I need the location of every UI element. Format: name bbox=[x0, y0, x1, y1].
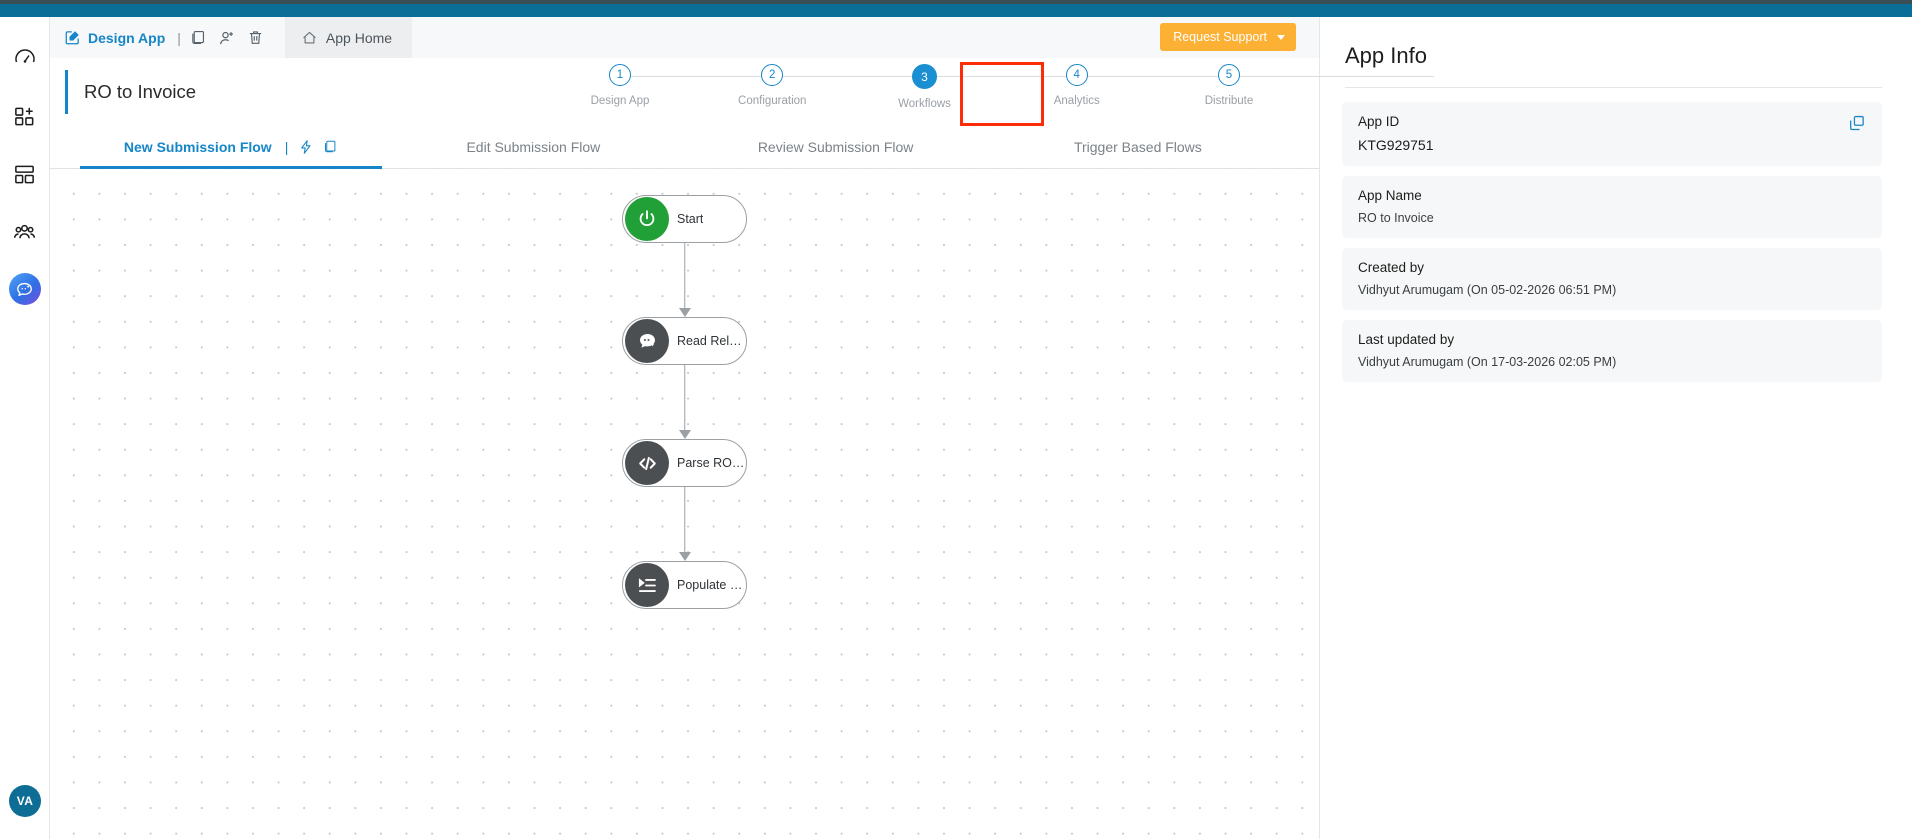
info-value: Vidhyut Arumugam (On 17-03-2026 02:05 PM… bbox=[1358, 355, 1617, 369]
app-home-label: App Home bbox=[325, 29, 393, 46]
flow-connector-2 bbox=[622, 365, 747, 439]
toolbar-separator: | bbox=[177, 29, 181, 46]
wizard-stepper: 1 Design App 2 Configuration 3 Workflows bbox=[560, 62, 1434, 126]
copy-icon[interactable] bbox=[323, 139, 338, 154]
tab-label: Edit Submission Flow bbox=[466, 138, 601, 155]
stepper-step-analytics[interactable]: 4 Analytics bbox=[1017, 64, 1137, 110]
step-label: Workflows bbox=[898, 98, 951, 110]
chevron-down-icon bbox=[1277, 34, 1285, 40]
header-row: RO to Invoice 1 Design App 2 bbox=[50, 58, 1434, 126]
step-number: 5 bbox=[1218, 64, 1240, 86]
step-number: 4 bbox=[1065, 64, 1088, 86]
top-strip-dark bbox=[0, 0, 1912, 4]
tab-label: New Submission Flow bbox=[123, 138, 272, 155]
title-accent-bar bbox=[65, 69, 68, 114]
page-title-wrap: RO to Invoice bbox=[50, 69, 196, 115]
app-toolbar: Design App | bbox=[50, 17, 1319, 58]
indent-list-icon bbox=[625, 563, 669, 607]
flow-connector-3 bbox=[622, 487, 747, 561]
tab-label: Trigger Based Flows bbox=[1073, 138, 1202, 155]
flow-connector-1 bbox=[622, 243, 747, 317]
users-icon[interactable] bbox=[8, 215, 42, 249]
step-number: 3 bbox=[912, 64, 937, 89]
tab-new-submission-flow[interactable]: New Submission Flow | bbox=[80, 125, 383, 169]
flow-node-start[interactable]: Start bbox=[622, 195, 747, 243]
flow-node-read-relevant[interactable]: Read Rel… bbox=[622, 317, 747, 365]
stepper-step-configuration[interactable]: 2 Configuration bbox=[712, 64, 832, 110]
app-home-tab[interactable]: App Home bbox=[284, 17, 413, 58]
stepper-step-distribute[interactable]: 5 Distribute bbox=[1169, 64, 1289, 110]
flow-node-label: Read Rel… bbox=[677, 334, 742, 348]
toolbar-icons bbox=[190, 29, 264, 47]
code-icon bbox=[625, 441, 669, 485]
info-card-last-updated-by: Last updated by Vidhyut Arumugam (On 17-… bbox=[1342, 320, 1882, 382]
info-value: Vidhyut Arumugam (On 05-02-2026 06:51 PM… bbox=[1358, 283, 1617, 297]
add-app-icon[interactable] bbox=[8, 99, 42, 133]
request-support-button[interactable]: Request Support bbox=[1160, 23, 1296, 51]
info-value: KTG929751 bbox=[1358, 137, 1434, 153]
info-card-app-id: App ID KTG929751 bbox=[1342, 102, 1882, 166]
app-info-panel: App Info App ID KTG929751 App Name RO to… bbox=[1320, 17, 1912, 839]
top-strip-teal bbox=[0, 4, 1912, 17]
workflow-canvas[interactable]: Start Read Rel… bbox=[50, 169, 1319, 839]
flow-tabs: New Submission Flow | bbox=[50, 125, 1319, 169]
panel-divider bbox=[1345, 87, 1882, 88]
info-label: App ID bbox=[1358, 114, 1400, 129]
step-label: Distribute bbox=[1204, 95, 1254, 107]
step-number: 1 bbox=[609, 64, 631, 86]
info-label: App Name bbox=[1358, 188, 1422, 203]
power-icon bbox=[625, 197, 669, 241]
app-info-title: App Info bbox=[1345, 43, 1427, 68]
add-user-icon[interactable] bbox=[218, 29, 236, 47]
lightning-bolt-icon[interactable] bbox=[298, 139, 314, 155]
gauge-icon[interactable] bbox=[8, 41, 42, 75]
tab-review-submission-flow[interactable]: Review Submission Flow bbox=[685, 125, 987, 168]
info-card-app-name: App Name RO to Invoice bbox=[1342, 176, 1882, 238]
ai-bot-icon bbox=[625, 319, 669, 363]
tab-label: Review Submission Flow bbox=[757, 138, 914, 155]
stepper-line-4 bbox=[1230, 76, 1434, 77]
tab-separator: | bbox=[284, 138, 289, 155]
workflow-graph: Start Read Rel… bbox=[555, 195, 815, 609]
step-label: Configuration bbox=[738, 95, 807, 107]
info-card-created-by: Created by Vidhyut Arumugam (On 05-02-20… bbox=[1342, 248, 1882, 310]
layout-icon[interactable] bbox=[8, 157, 42, 191]
request-support-label: Request Support bbox=[1173, 30, 1267, 44]
step-label: Design App bbox=[590, 95, 650, 107]
left-rail: VA bbox=[0, 17, 50, 839]
duplicate-icon[interactable] bbox=[190, 29, 207, 46]
design-app-label: Design App bbox=[88, 29, 166, 46]
home-icon bbox=[301, 29, 318, 46]
step-label: Analytics bbox=[1053, 95, 1100, 107]
design-app-button[interactable]: Design App bbox=[64, 29, 165, 46]
stepper-step-workflows[interactable]: 3 Workflows bbox=[865, 64, 985, 110]
flow-node-parse-ro[interactable]: Parse RO… bbox=[622, 439, 747, 487]
info-value: RO to Invoice bbox=[1358, 211, 1434, 225]
info-label: Created by bbox=[1358, 260, 1425, 275]
body-row: VA Design App | bbox=[0, 17, 1912, 839]
stepper-step-design-app[interactable]: 1 Design App bbox=[560, 64, 680, 110]
ai-assistant-icon[interactable] bbox=[8, 273, 41, 305]
center-column: Design App | bbox=[50, 17, 1434, 839]
info-label: Last updated by bbox=[1358, 332, 1455, 347]
page-title: RO to Invoice bbox=[84, 80, 197, 102]
tab-edit-submission-flow[interactable]: Edit Submission Flow bbox=[382, 125, 684, 168]
flow-node-label: Parse RO… bbox=[677, 456, 745, 470]
trash-icon[interactable] bbox=[247, 29, 264, 46]
edit-square-icon bbox=[64, 29, 81, 46]
flow-node-label: Start bbox=[677, 212, 704, 226]
tab-trigger-based-flows[interactable]: Trigger Based Flows bbox=[987, 125, 1289, 168]
step-number: 2 bbox=[761, 64, 784, 86]
avatar[interactable]: VA bbox=[9, 785, 41, 817]
flow-node-label: Populate … bbox=[677, 578, 743, 592]
flow-node-populate[interactable]: Populate … bbox=[622, 561, 747, 609]
stepper-steps: 1 Design App 2 Configuration 3 Workflows bbox=[560, 64, 1434, 110]
stepper-line-3 bbox=[1026, 76, 1230, 77]
copy-app-id-icon[interactable] bbox=[1848, 114, 1866, 132]
stepper-line-1 bbox=[620, 76, 822, 77]
